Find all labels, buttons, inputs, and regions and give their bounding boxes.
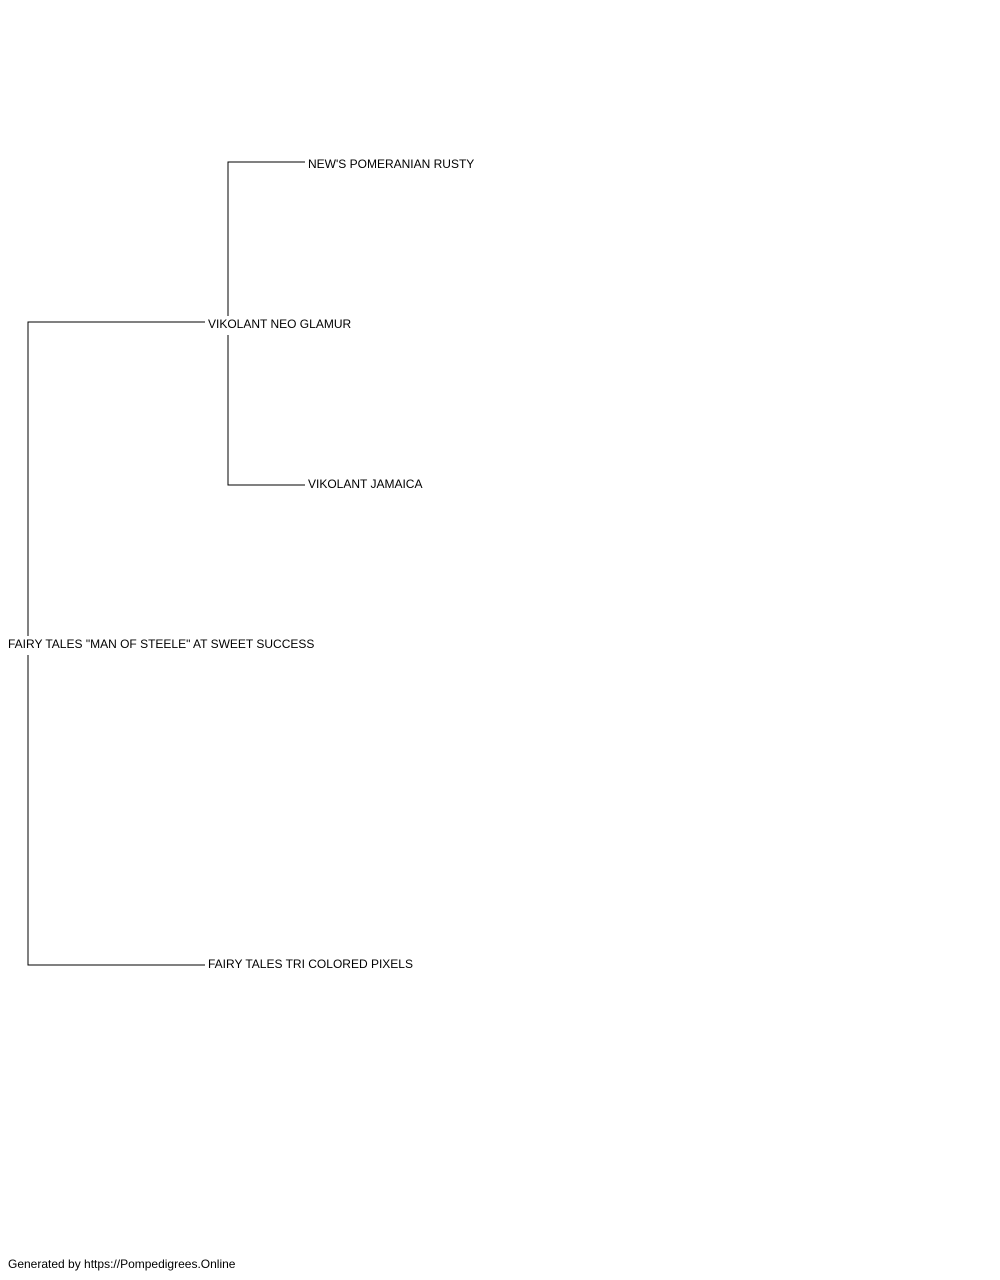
dam-name: FAIRY TALES TRI COLORED PIXELS [208, 957, 413, 971]
sire-dam-connector [227, 335, 305, 486]
sire-name: VIKOLANT NEO GLAMUR [208, 317, 352, 331]
sire-sire-name: NEW'S POMERANIAN RUSTY [308, 157, 475, 171]
subject-sire-connector [27, 321, 205, 636]
generated-by-footer: Generated by https://Pompedigrees.Online [8, 1257, 236, 1271]
sire-dam-name: VIKOLANT JAMAICA [308, 477, 423, 491]
subject-dam-connector [27, 655, 205, 966]
subject-dog-name: FAIRY TALES "MAN OF STEELE" AT SWEET SUC… [8, 637, 315, 651]
sire-sire-connector [227, 161, 305, 316]
